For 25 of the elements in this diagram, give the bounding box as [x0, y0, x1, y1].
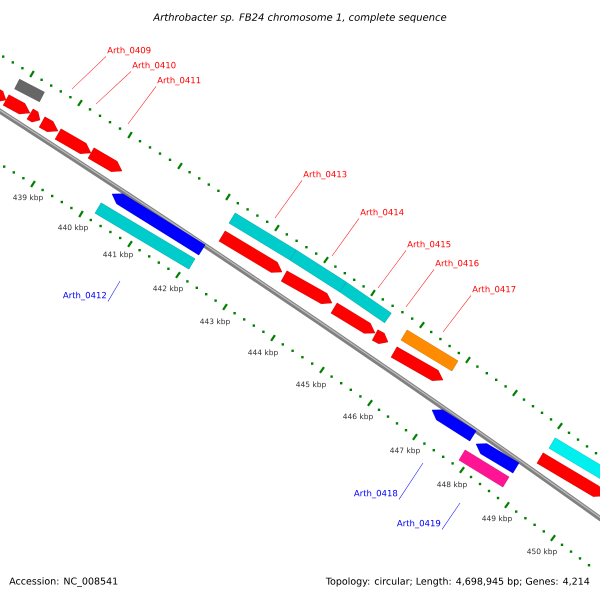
leader-line [332, 218, 360, 256]
leader-line [442, 502, 460, 530]
gene-label: Arth_0419 [396, 520, 440, 528]
genome-info-text: Topology: circular; Length: 4,698,945 bp; Genes: 4,214 [326, 577, 590, 587]
gene-label: Arth_0412 [62, 292, 106, 300]
title: Arthrobacter sp. FB24 chromosome 1, complete sequence [152, 13, 446, 23]
accession-text: Accession: NC_008541 [9, 577, 118, 587]
leader-line [378, 250, 406, 288]
gene-label: Arth_0411 [157, 76, 200, 86]
leader-line [398, 462, 424, 500]
leader-line [128, 86, 156, 124]
gene-label: Arth_0414 [360, 208, 404, 218]
gene-label: Arth_0410 [132, 62, 176, 70]
gene-label: Arth_0418 [354, 490, 398, 498]
leader-line [406, 269, 434, 308]
gene-label: Arth_0415 [407, 240, 450, 250]
gene-label: Arth_0413 [303, 170, 346, 180]
gene-label: Arth_0409 [107, 46, 150, 56]
gene-label: Arth_0416 [435, 260, 479, 268]
leader-line [274, 180, 302, 218]
gene-label: Arth_0417 [472, 286, 516, 294]
leader-line [96, 71, 132, 104]
leader-line [442, 295, 472, 332]
leader-line [108, 280, 120, 302]
leader-line [72, 56, 106, 90]
